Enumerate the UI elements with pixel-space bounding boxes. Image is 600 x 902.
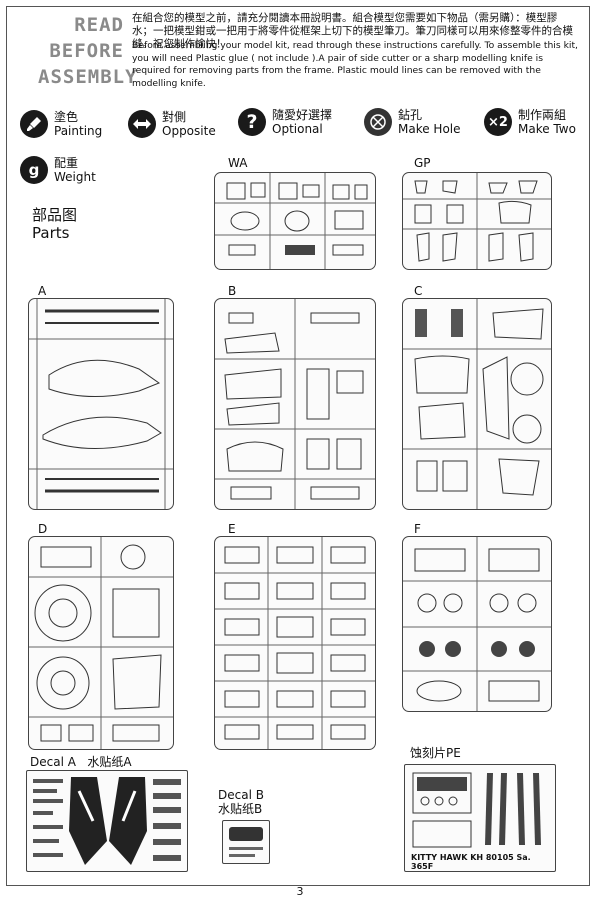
decal-b-label-cn: 水贴纸B xyxy=(218,802,263,816)
decal-sheet-a xyxy=(26,770,188,872)
times-two-icon: ×2 xyxy=(484,108,512,136)
weight-label-en: Weight xyxy=(54,170,96,184)
optional-label-en: Optional xyxy=(272,122,323,136)
sprue-label-b: B xyxy=(228,284,237,298)
painting-label-cn: 塗色 xyxy=(54,110,79,124)
decal-a-label-cn: 水贴纸A xyxy=(87,755,132,769)
page-frame xyxy=(6,6,590,886)
sprue-label-gp: GP xyxy=(414,156,431,170)
sprue-b xyxy=(214,298,376,510)
make-hole-label-en: Make Hole xyxy=(398,122,461,136)
paint-brush-icon xyxy=(20,110,48,138)
sprue-c xyxy=(402,298,552,510)
parts-title: 部品图 Parts xyxy=(32,206,77,242)
intro-text-chinese: 在組合您的模型之前，請充分閱讀本冊說明書。組合模型您需要如下物品（需另購）：模型… xyxy=(132,12,573,50)
question-mark-icon: ? xyxy=(238,108,266,136)
parts-title-en: Parts xyxy=(32,224,70,242)
painting-label-en: Painting xyxy=(54,124,103,138)
pe-heading: 蚀刻片PE xyxy=(410,746,461,760)
decal-b-heading: Decal B 水贴纸B xyxy=(218,788,264,816)
decal-sheet-b xyxy=(222,820,270,864)
drill-hole-icon xyxy=(364,108,392,136)
sprue-label-e: E xyxy=(228,522,236,536)
weight-label-cn: 配重 xyxy=(54,156,79,170)
pe-imprint: KITTY HAWK KH 80105 Sa. 365F xyxy=(411,853,531,871)
heading-assembly: ASSEMBLY xyxy=(38,66,138,88)
make-two-label-cn: 制作兩組 xyxy=(518,108,567,122)
opposite-label-en: Opposite xyxy=(162,124,216,138)
heading-read: READ xyxy=(74,14,124,36)
sprue-gp xyxy=(402,172,552,270)
sprue-a xyxy=(28,298,174,510)
decal-a-label: Decal A xyxy=(30,755,76,769)
sprue-label-wa: WA xyxy=(228,156,248,170)
sprue-d xyxy=(28,536,174,750)
decal-b-label: Decal B xyxy=(218,788,264,802)
sprue-label-d: D xyxy=(38,522,48,536)
make-hole-label-cn: 鉆孔 xyxy=(398,108,423,122)
sprue-label-f: F xyxy=(414,522,421,536)
sprue-e xyxy=(214,536,376,750)
sprue-wa xyxy=(214,172,376,270)
sprue-label-c: C xyxy=(414,284,423,298)
heading-before: BEFORE xyxy=(49,40,124,62)
photo-etch-fret: KITTY HAWK KH 80105 Sa. 365F xyxy=(404,764,556,872)
opposite-label-cn: 對側 xyxy=(162,110,187,124)
sprue-f xyxy=(402,536,552,712)
weight-icon: g xyxy=(20,156,48,184)
parts-title-cn: 部品图 xyxy=(32,206,78,224)
optional-label-cn: 隨愛好選擇 xyxy=(272,108,333,122)
decal-a-heading: Decal A 水贴纸A xyxy=(30,755,132,769)
intro-text-english: Before assembling your model kit, read t… xyxy=(132,40,578,89)
opposite-arrows-icon xyxy=(128,110,156,138)
page-number: 3 xyxy=(296,885,304,898)
sprue-label-a: A xyxy=(38,284,47,298)
make-two-label-en: Make Two xyxy=(518,122,576,136)
read-before-assembly-heading: READ BEFORE ASSEMBLY xyxy=(38,12,138,90)
